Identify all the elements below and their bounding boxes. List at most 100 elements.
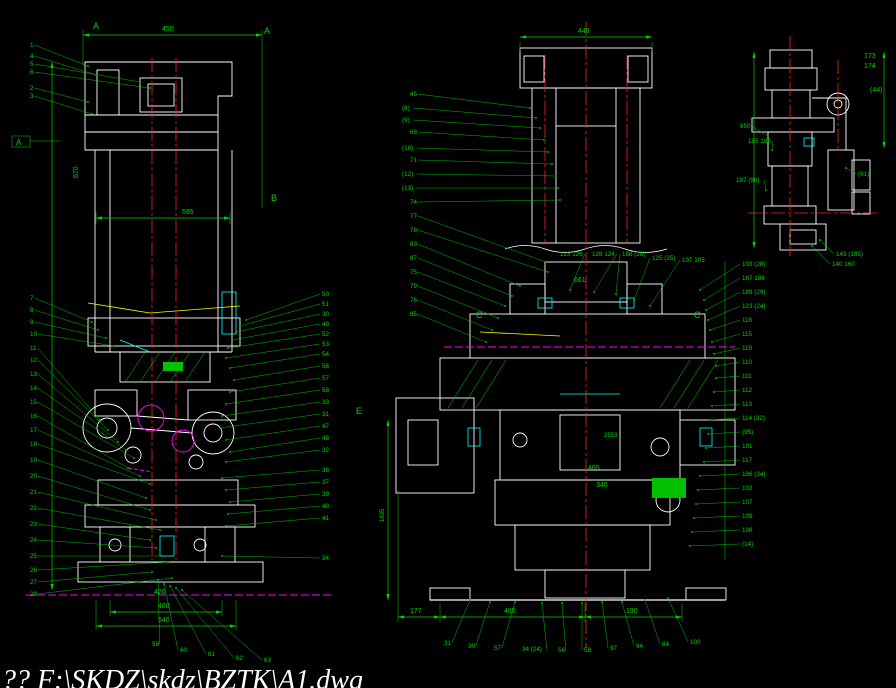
svg-text:650: 650 [740, 123, 751, 130]
svg-text:56: 56 [322, 363, 330, 370]
svg-text:26: 26 [30, 567, 38, 574]
svg-text:19: 19 [30, 457, 38, 464]
svg-text:1835: 1835 [380, 508, 386, 522]
svg-text:(18): (18) [402, 145, 413, 152]
svg-text:57: 57 [494, 645, 502, 652]
drawing-file-title: ?? F:\SKDZ\skdz\BZTK\A1.dwg [2, 665, 363, 688]
svg-text:32: 32 [322, 447, 330, 454]
svg-text:480: 480 [158, 603, 170, 610]
svg-text:47: 47 [322, 423, 330, 430]
svg-text:110: 110 [742, 359, 753, 366]
svg-text:16: 16 [30, 413, 38, 420]
svg-text:102: 102 [742, 485, 753, 492]
svg-text:540: 540 [158, 617, 170, 624]
svg-text:174: 174 [864, 63, 876, 70]
svg-text:71: 71 [410, 157, 418, 164]
svg-text:39: 39 [322, 491, 330, 498]
svg-text:(13): (13) [402, 185, 413, 192]
svg-text:24: 24 [30, 537, 38, 544]
svg-text:84: 84 [662, 641, 670, 648]
svg-text:140 160: 140 160 [832, 261, 855, 268]
svg-text:13: 13 [30, 371, 38, 378]
svg-text:18: 18 [30, 441, 38, 448]
svg-text:188 (28): 188 (28) [622, 251, 645, 258]
svg-text:450: 450 [162, 26, 174, 33]
svg-text:(9): (9) [402, 117, 410, 124]
svg-text:114 (32): 114 (32) [742, 415, 765, 422]
svg-text:79: 79 [410, 283, 418, 290]
svg-text:30: 30 [468, 643, 476, 650]
svg-text:106 (34): 106 (34) [742, 471, 765, 478]
svg-text:5: 5 [30, 61, 34, 68]
svg-text:125 (25): 125 (25) [652, 255, 675, 262]
svg-text:A: A [93, 21, 99, 31]
svg-text:1: 1 [30, 42, 34, 49]
svg-text:40: 40 [322, 503, 330, 510]
svg-text:189 (29): 189 (29) [742, 289, 765, 296]
svg-text:61: 61 [208, 651, 216, 658]
svg-text:20: 20 [30, 473, 38, 480]
svg-text:21: 21 [30, 489, 38, 496]
svg-text:30: 30 [322, 311, 330, 318]
svg-text:76: 76 [410, 297, 418, 304]
svg-text:2: 2 [30, 85, 34, 92]
svg-text:6: 6 [30, 69, 34, 76]
svg-text:60: 60 [180, 647, 188, 654]
svg-text:112: 112 [742, 387, 753, 394]
svg-text:177: 177 [410, 608, 422, 615]
svg-text:118: 118 [742, 317, 753, 324]
svg-text:100: 100 [690, 639, 701, 646]
svg-text:3: 3 [30, 93, 34, 100]
svg-text:670: 670 [73, 166, 80, 178]
svg-text:74: 74 [410, 199, 418, 206]
svg-text:10: 10 [30, 331, 38, 338]
svg-text:85: 85 [410, 311, 418, 318]
svg-text:101: 101 [742, 443, 753, 450]
svg-text:190: 190 [626, 608, 638, 615]
svg-text:(8): (8) [402, 105, 410, 112]
svg-text:17: 17 [30, 427, 38, 434]
svg-text:448: 448 [578, 28, 590, 35]
svg-text:113: 113 [742, 401, 753, 408]
svg-text:340: 340 [596, 482, 608, 489]
svg-text:45: 45 [410, 91, 418, 98]
svg-text:11: 11 [30, 345, 37, 352]
svg-text:465: 465 [588, 465, 600, 472]
svg-text:59: 59 [152, 641, 160, 648]
svg-text:34: 34 [322, 555, 330, 562]
svg-text:48: 48 [322, 435, 330, 442]
svg-text:(44): (44) [870, 87, 882, 94]
drawing-geometry [77, 47, 871, 601]
svg-text:31: 31 [444, 640, 452, 647]
yellow-overlay [87, 302, 561, 337]
svg-text:83: 83 [410, 241, 418, 248]
svg-text:B: B [271, 193, 277, 203]
svg-text:595: 595 [182, 209, 194, 216]
svg-text:E: E [356, 406, 362, 416]
svg-text:23: 23 [30, 521, 38, 528]
svg-text:57: 57 [322, 375, 330, 382]
centerlines [151, 22, 880, 648]
svg-text:187 (96): 187 (96) [736, 177, 759, 184]
svg-text:C: C [694, 310, 701, 320]
svg-text:(91): (91) [858, 171, 869, 178]
svg-text:C: C [476, 310, 483, 320]
svg-text:465: 465 [504, 608, 516, 615]
svg-text:63: 63 [264, 657, 272, 664]
svg-text:68: 68 [410, 129, 418, 136]
svg-text:103 (28): 103 (28) [742, 261, 765, 268]
magenta-overlay [26, 346, 735, 596]
svg-text:(95): (95) [742, 429, 753, 436]
svg-text:94: 94 [636, 643, 644, 650]
svg-text:7: 7 [30, 295, 34, 302]
svg-text:58: 58 [584, 647, 592, 654]
svg-text:78: 78 [410, 227, 418, 234]
svg-text:173: 173 [864, 53, 876, 60]
svg-text:2553: 2553 [604, 433, 618, 439]
svg-text:49: 49 [322, 321, 330, 328]
svg-text:A: A [16, 138, 22, 147]
svg-text:31: 31 [322, 411, 330, 418]
svg-text:14: 14 [30, 385, 38, 392]
